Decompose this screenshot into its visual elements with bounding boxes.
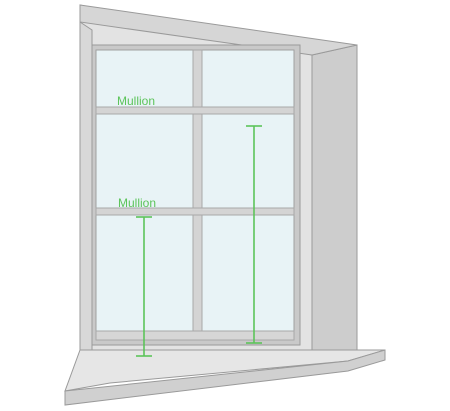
mullion-label-upper: Mullion bbox=[117, 94, 155, 108]
sill-front bbox=[64, 349, 386, 406]
lower-transom bbox=[95, 207, 295, 216]
wall-left-reveal bbox=[79, 21, 93, 351]
vertical-mullion bbox=[192, 49, 203, 338]
wall-reveal bbox=[311, 44, 358, 351]
wall-top-reveal bbox=[79, 4, 358, 56]
mullion-label-lower: Mullion bbox=[118, 196, 156, 210]
dimension-left bbox=[136, 216, 152, 357]
upper-transom bbox=[95, 106, 295, 115]
bottom-rail bbox=[95, 330, 295, 341]
dimension-right bbox=[246, 125, 262, 344]
